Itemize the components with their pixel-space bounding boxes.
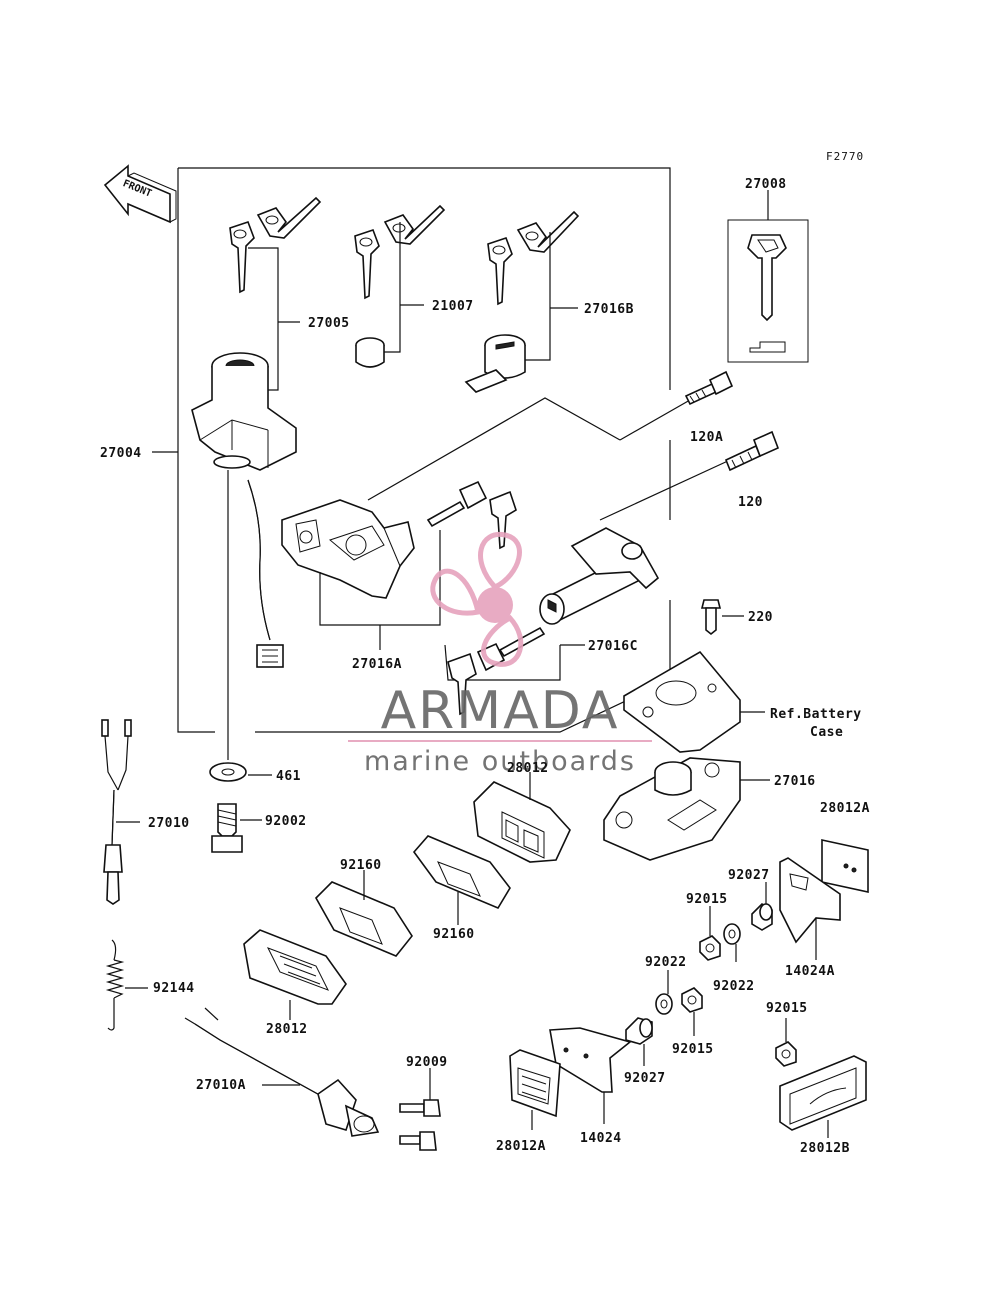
label-120a: 120A	[690, 430, 723, 445]
nut-92015-lower	[681, 987, 703, 1036]
spacer-92027-lower	[625, 1017, 653, 1066]
label-27016: 27016	[774, 774, 816, 789]
nut-92015-upper	[699, 906, 721, 961]
label-27010a: 27010A	[196, 1078, 246, 1093]
propeller-logo-icon	[430, 532, 524, 667]
label-92144: 92144	[153, 981, 195, 996]
label-92022-left: 92022	[645, 955, 687, 970]
spacer-92027-upper	[751, 882, 773, 931]
label-92160-lower: 92160	[433, 927, 475, 942]
label-27016b: 27016B	[584, 302, 634, 317]
spring-92144	[105, 939, 148, 1031]
label-120: 120	[738, 495, 763, 510]
screws-92009	[399, 1068, 441, 1151]
label-27010: 27010	[148, 816, 190, 831]
gasket-92160-upper	[412, 835, 511, 925]
label-14024: 14024	[580, 1131, 622, 1146]
cover-28012-bottom	[243, 929, 347, 1020]
label-92009: 92009	[406, 1055, 448, 1070]
ignition-cap	[355, 337, 385, 368]
washer-92022-lower	[655, 970, 673, 1015]
cable-27010a	[184, 1007, 380, 1137]
label-27016c: 27016C	[588, 639, 638, 654]
label-27004: 27004	[100, 446, 142, 461]
label-28012-bottom: 28012	[266, 1022, 308, 1037]
ignition-switch	[191, 352, 297, 668]
watermark-brand: ARMADA	[381, 681, 620, 741]
plate-28012a-right	[821, 839, 869, 893]
diagram-code: F2770	[826, 150, 864, 163]
bolt-120a	[684, 370, 734, 406]
plate-28012a-bottom	[509, 1049, 561, 1130]
screw-220	[700, 599, 744, 636]
label-92015-lower: 92015	[672, 1042, 714, 1057]
seat-lock	[464, 334, 526, 393]
label-28012-top: 28012	[507, 761, 549, 776]
battery-case-plate	[623, 650, 765, 753]
gasket-92160-lower	[315, 870, 413, 957]
label-ref-battery-case: Case	[810, 725, 843, 740]
keys-27016b	[487, 210, 580, 306]
label-92002: 92002	[265, 814, 307, 829]
keys-27005	[229, 196, 322, 294]
label-92027-lower: 92027	[624, 1071, 666, 1086]
washer-92022-upper	[723, 923, 741, 962]
lock-holder-27016	[603, 757, 770, 861]
bolt-120	[724, 430, 780, 472]
washer-461	[209, 762, 272, 782]
label-28012b: 28012B	[800, 1141, 850, 1156]
lock-bracket-27016a	[281, 499, 415, 599]
bracket-14024a	[779, 857, 841, 960]
watermark-tagline: marine outboards	[364, 746, 636, 777]
label-220: 220	[748, 610, 773, 625]
label-28012a-bottom: 28012A	[496, 1139, 546, 1154]
label-92160-upper: 92160	[340, 858, 382, 873]
label-27005: 27005	[308, 316, 350, 331]
label-27016a: 27016A	[352, 657, 402, 672]
cover-28012-top	[473, 772, 571, 863]
label-92015-right: 92015	[766, 1001, 808, 1016]
label-28012a-right: 28012A	[820, 801, 870, 816]
front-arrow-icon: FRONT	[103, 164, 177, 224]
assembly-outline	[177, 167, 671, 733]
label-21007: 21007	[432, 299, 474, 314]
armada-watermark: ARMADA marine outboards	[348, 532, 652, 777]
nut-92015-right	[775, 1018, 797, 1067]
label-ref-battery: Ref.Battery	[770, 707, 862, 722]
label-92022-right: 92022	[713, 979, 755, 994]
cable-27010	[101, 719, 140, 905]
label-27008: 27008	[745, 177, 787, 192]
cylinder-lock-27016c	[539, 527, 660, 625]
key-27008-box	[727, 190, 809, 363]
bracket-14024	[549, 1027, 632, 1124]
keys-27016a	[426, 480, 517, 550]
plate-28012b	[779, 1055, 867, 1138]
label-92015-upper: 92015	[686, 892, 728, 907]
bolt-92002	[211, 803, 262, 853]
label-14024a: 14024A	[785, 964, 835, 979]
label-461: 461	[276, 769, 301, 784]
label-92027-upper: 92027	[728, 868, 770, 883]
